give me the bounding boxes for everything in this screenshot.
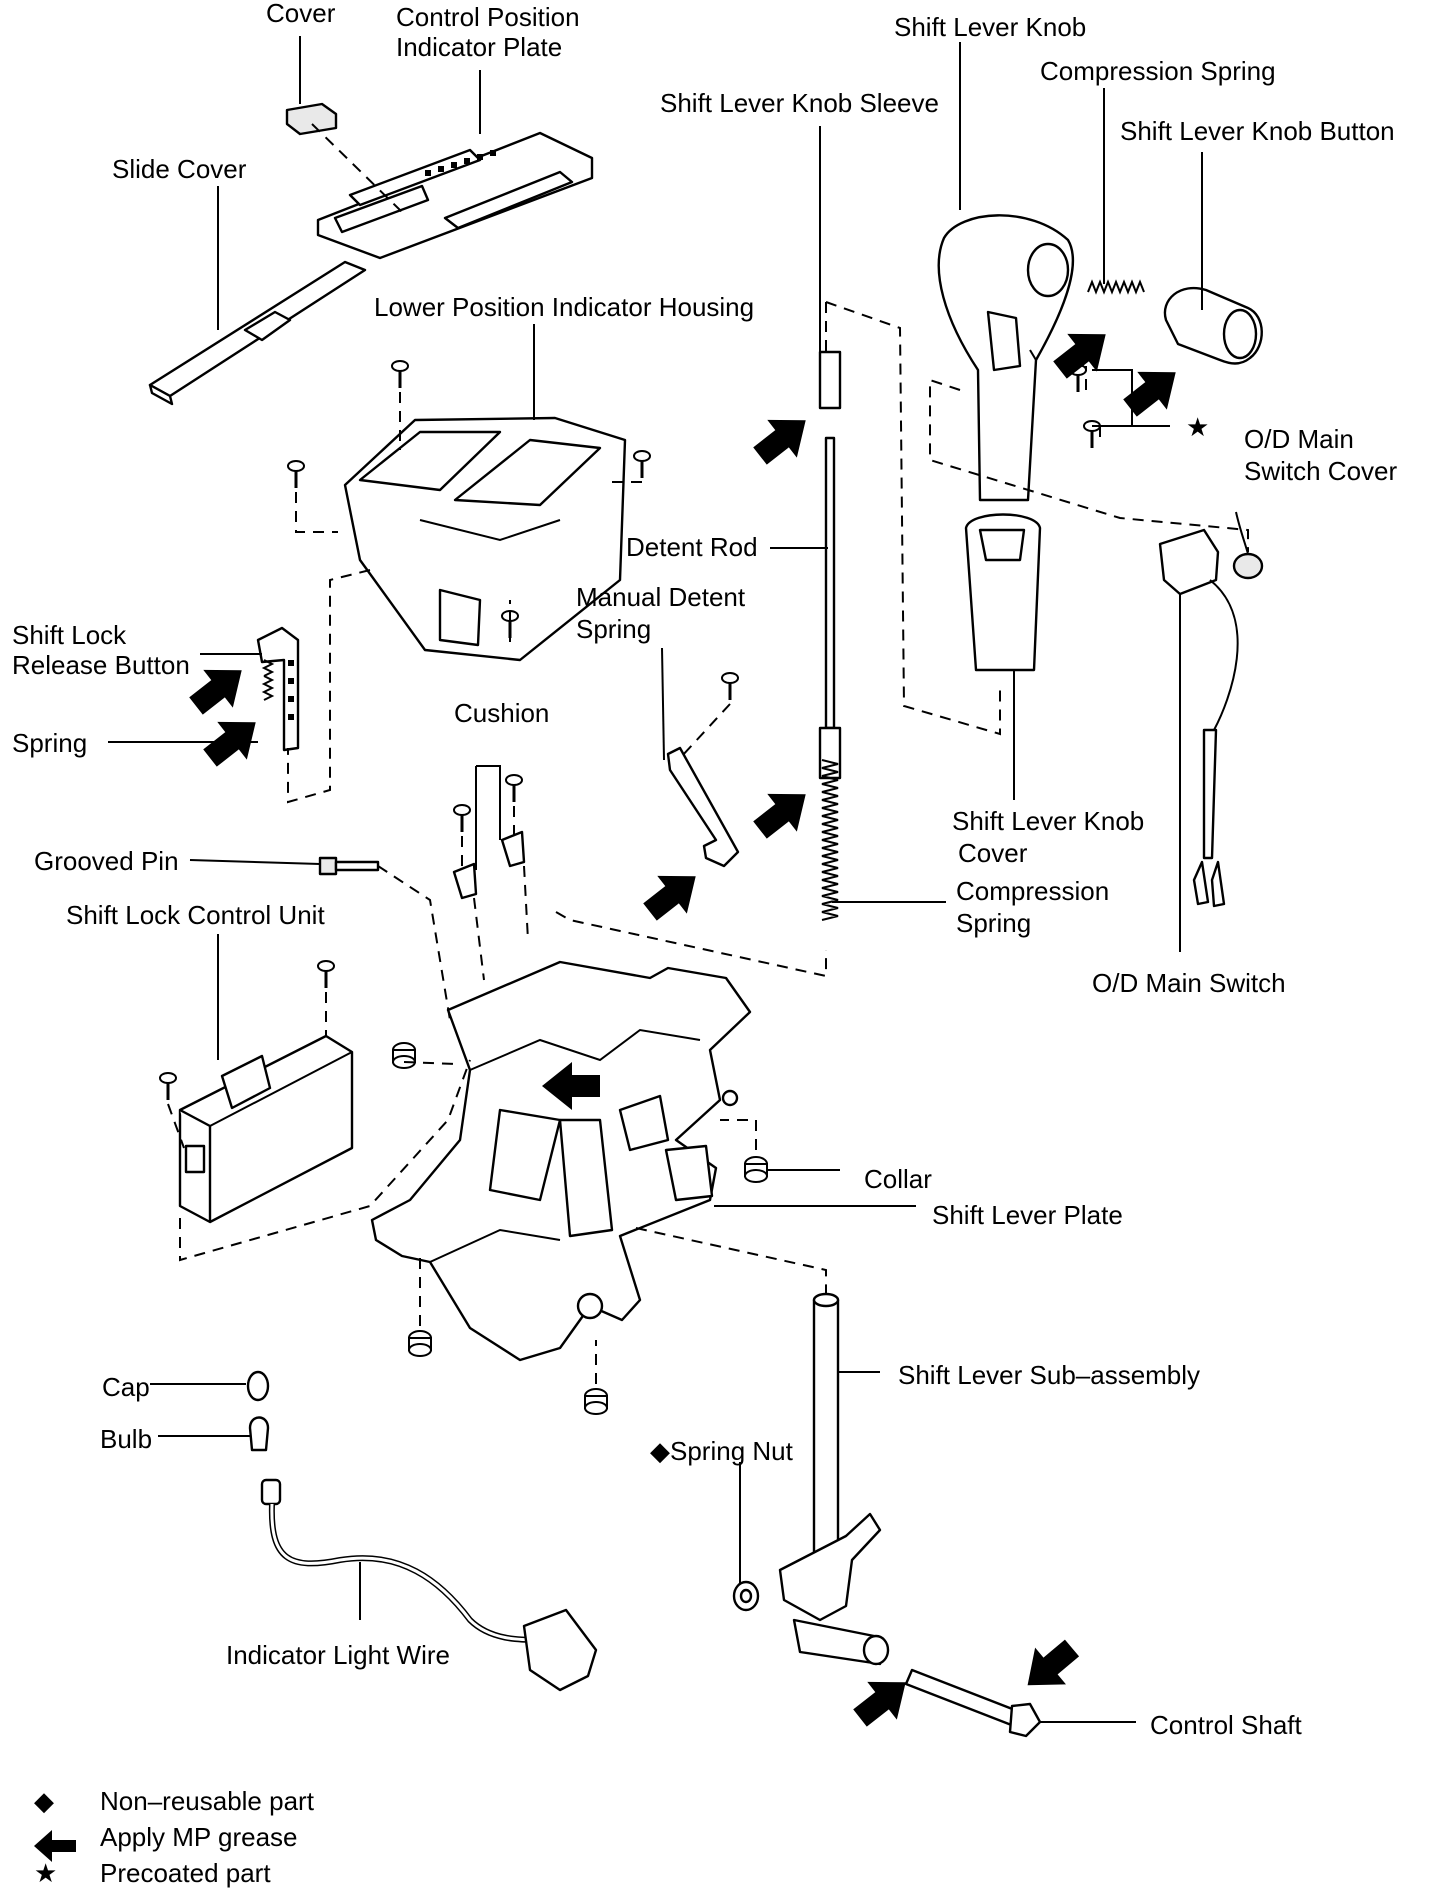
grease-arrow-icon	[745, 775, 821, 849]
legend-precoated-text: Precoated part	[100, 1858, 271, 1888]
label-shift-lever-knob-cover-1: Shift Lever Knob	[952, 806, 1144, 836]
shift-lock-release-button-part	[256, 626, 300, 752]
shift-lever-plate-part	[370, 960, 752, 1362]
manual-detent-spring-part	[666, 746, 740, 868]
control-position-indicator-plate-part	[316, 131, 594, 260]
diamond-icon: ◆	[34, 1786, 54, 1816]
legend-apply-grease-text: Apply MP grease	[100, 1822, 298, 1852]
cap-part	[246, 1370, 270, 1402]
star-icon: ★	[34, 1858, 57, 1888]
label-shift-lock-release-button-2: Release Button	[12, 650, 190, 680]
label-collar: Collar	[864, 1164, 932, 1194]
label-cap: Cap	[102, 1372, 150, 1402]
label-shift-lever-plate: Shift Lever Plate	[932, 1200, 1123, 1230]
shift-lock-control-unit-part	[178, 1034, 354, 1224]
grease-arrow-icon	[195, 703, 271, 777]
grease-arrow-icon	[745, 401, 821, 475]
indicator-light-wire-part	[260, 1478, 598, 1692]
knob-compression-spring-part	[1087, 279, 1145, 295]
shift-lever-knob-cover-part	[964, 513, 1042, 672]
precoated-star-marker: ★	[1186, 412, 1209, 442]
label-od-main-switch-cover-1: O/D Main	[1244, 424, 1354, 454]
label-cover: Cover	[266, 0, 336, 28]
label-grooved-pin: Grooved Pin	[34, 846, 179, 876]
lower-position-indicator-housing-part	[343, 416, 627, 662]
grease-arrow-icon	[1115, 353, 1191, 427]
label-compression-spring-1: Compression	[956, 876, 1109, 906]
od-main-switch-cover-part	[1232, 552, 1264, 580]
label-od-main-switch: O/D Main Switch	[1092, 968, 1286, 998]
slide-cover-part	[148, 260, 367, 406]
bulb-part	[248, 1416, 270, 1452]
label-shift-lever-knob: Shift Lever Knob	[894, 12, 1086, 42]
shift-lever-knob-button-part	[1163, 287, 1263, 365]
compression-spring-part	[821, 759, 839, 921]
label-indicator-light-wire: Indicator Light Wire	[226, 1640, 450, 1670]
label-detent-rod: Detent Rod	[626, 532, 758, 562]
assembly-lines	[167, 123, 1249, 1384]
grease-arrow-icon	[1012, 1629, 1088, 1704]
label-control-position-indicator-plate-1: Control Position	[396, 2, 580, 32]
label-shift-lever-knob-cover-2: Cover	[958, 838, 1028, 868]
cover-part	[285, 102, 338, 136]
control-shaft-part	[904, 1668, 1042, 1738]
label-shift-lever-knob-button: Shift Lever Knob Button	[1120, 116, 1395, 146]
label-shift-lock-release-button-1: Shift Lock	[12, 620, 127, 650]
grooved-pin-part	[318, 856, 380, 876]
label-manual-detent-spring-1: Manual Detent	[576, 582, 746, 612]
grease-arrow-icon	[181, 651, 257, 725]
legend-non-reusable-text: Non–reusable part	[100, 1786, 315, 1816]
label-shift-lever-sub-assembly: Shift Lever Sub–assembly	[898, 1360, 1200, 1390]
label-od-main-switch-cover-2: Switch Cover	[1244, 456, 1397, 486]
leader-lines	[108, 36, 1249, 1723]
label-spring: Spring	[12, 728, 87, 758]
label-bulb: Bulb	[100, 1424, 152, 1454]
label-compression-spring-2: Spring	[956, 908, 1031, 938]
legend: ◆ Non–reusable part Apply MP grease ★ Pr…	[34, 1786, 315, 1888]
label-slide-cover: Slide Cover	[112, 154, 247, 184]
od-main-switch-part	[1158, 528, 1239, 908]
grease-arrow-icon	[1045, 315, 1121, 389]
grease-arrow-icon	[635, 857, 711, 931]
label-manual-detent-spring-2: Spring	[576, 614, 651, 644]
label-shift-lock-control-unit: Shift Lock Control Unit	[66, 900, 325, 930]
label-control-shaft: Control Shaft	[1150, 1710, 1303, 1740]
label-spring-nut: ◆Spring Nut	[650, 1436, 794, 1466]
grease-arrow-icon	[34, 1830, 76, 1862]
detent-rod-part	[818, 350, 842, 780]
shift-lever-sub-assembly-part	[778, 1292, 890, 1666]
label-control-position-indicator-plate-2: Indicator Plate	[396, 32, 562, 62]
spring-nut-part	[732, 1580, 760, 1612]
label-compression-spring-top: Compression Spring	[1040, 56, 1276, 86]
cushion-part	[452, 830, 526, 900]
label-cushion: Cushion	[454, 698, 549, 728]
label-shift-lever-knob-sleeve: Shift Lever Knob Sleeve	[660, 88, 939, 118]
labels: Cover Control Position Indicator Plate S…	[12, 0, 1397, 1740]
shift-lever-knob-part	[937, 214, 1075, 502]
label-lower-position-indicator-housing: Lower Position Indicator Housing	[374, 292, 754, 322]
